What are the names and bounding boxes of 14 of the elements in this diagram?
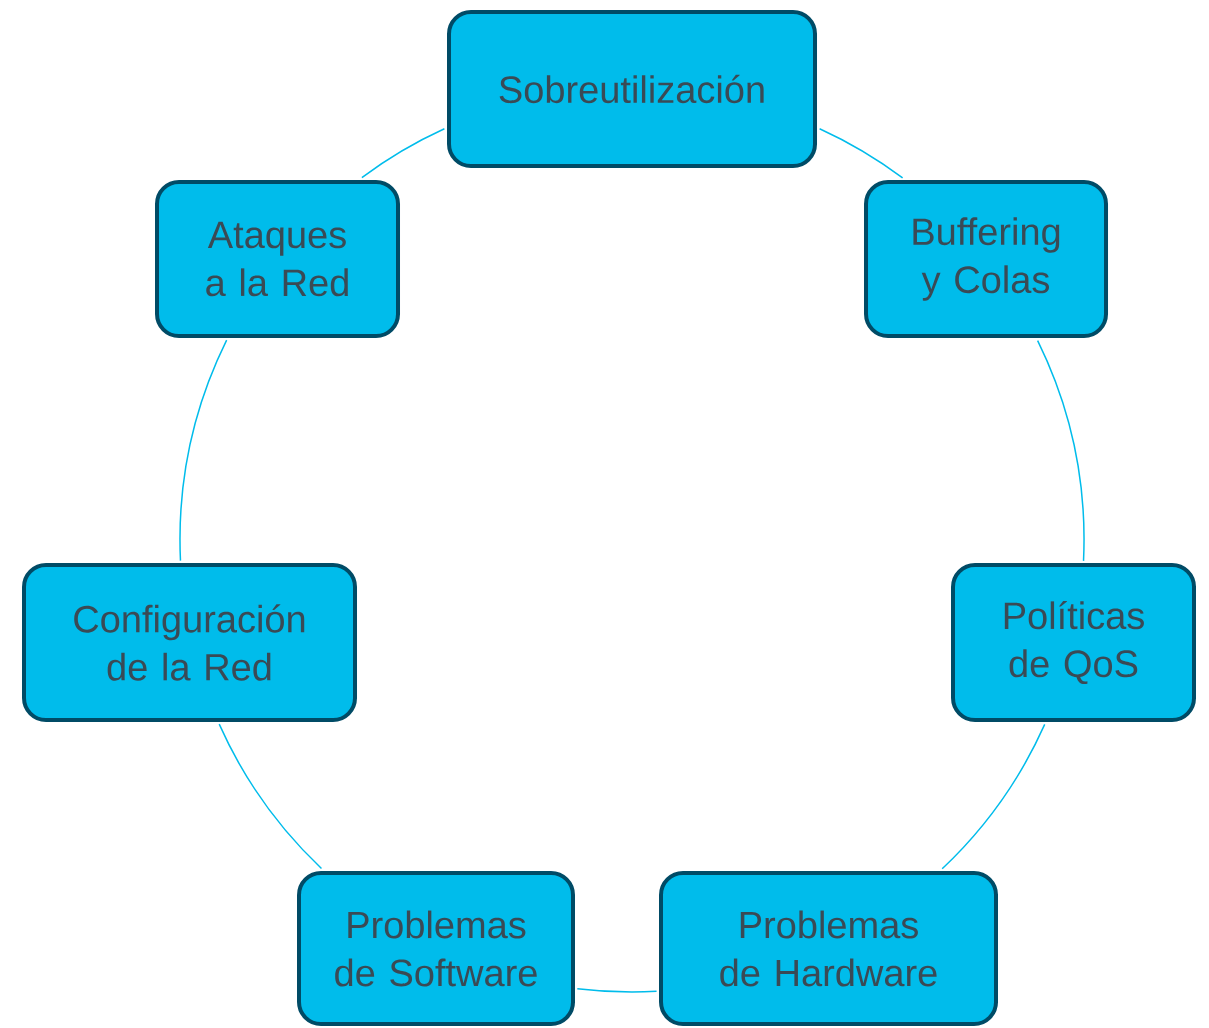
- process-box: Sobreutilización: [447, 10, 817, 168]
- process-box: Problemas de Software: [297, 871, 575, 1026]
- process-box: Ataques a la Red: [155, 180, 400, 338]
- connector-arc: [941, 723, 1046, 870]
- connector-arc: [218, 723, 323, 870]
- process-box: Políticas de QoS: [951, 563, 1196, 722]
- connector-arc: [1036, 339, 1085, 562]
- process-box: Configuración de la Red: [22, 563, 357, 722]
- connector-arc: [361, 128, 446, 179]
- process-box: Problemas de Hardware: [659, 871, 998, 1026]
- connector-arc: [179, 339, 228, 562]
- connector-arc: [576, 987, 658, 993]
- process-box: Buffering y Colas: [864, 180, 1108, 338]
- connector-arc: [818, 128, 904, 179]
